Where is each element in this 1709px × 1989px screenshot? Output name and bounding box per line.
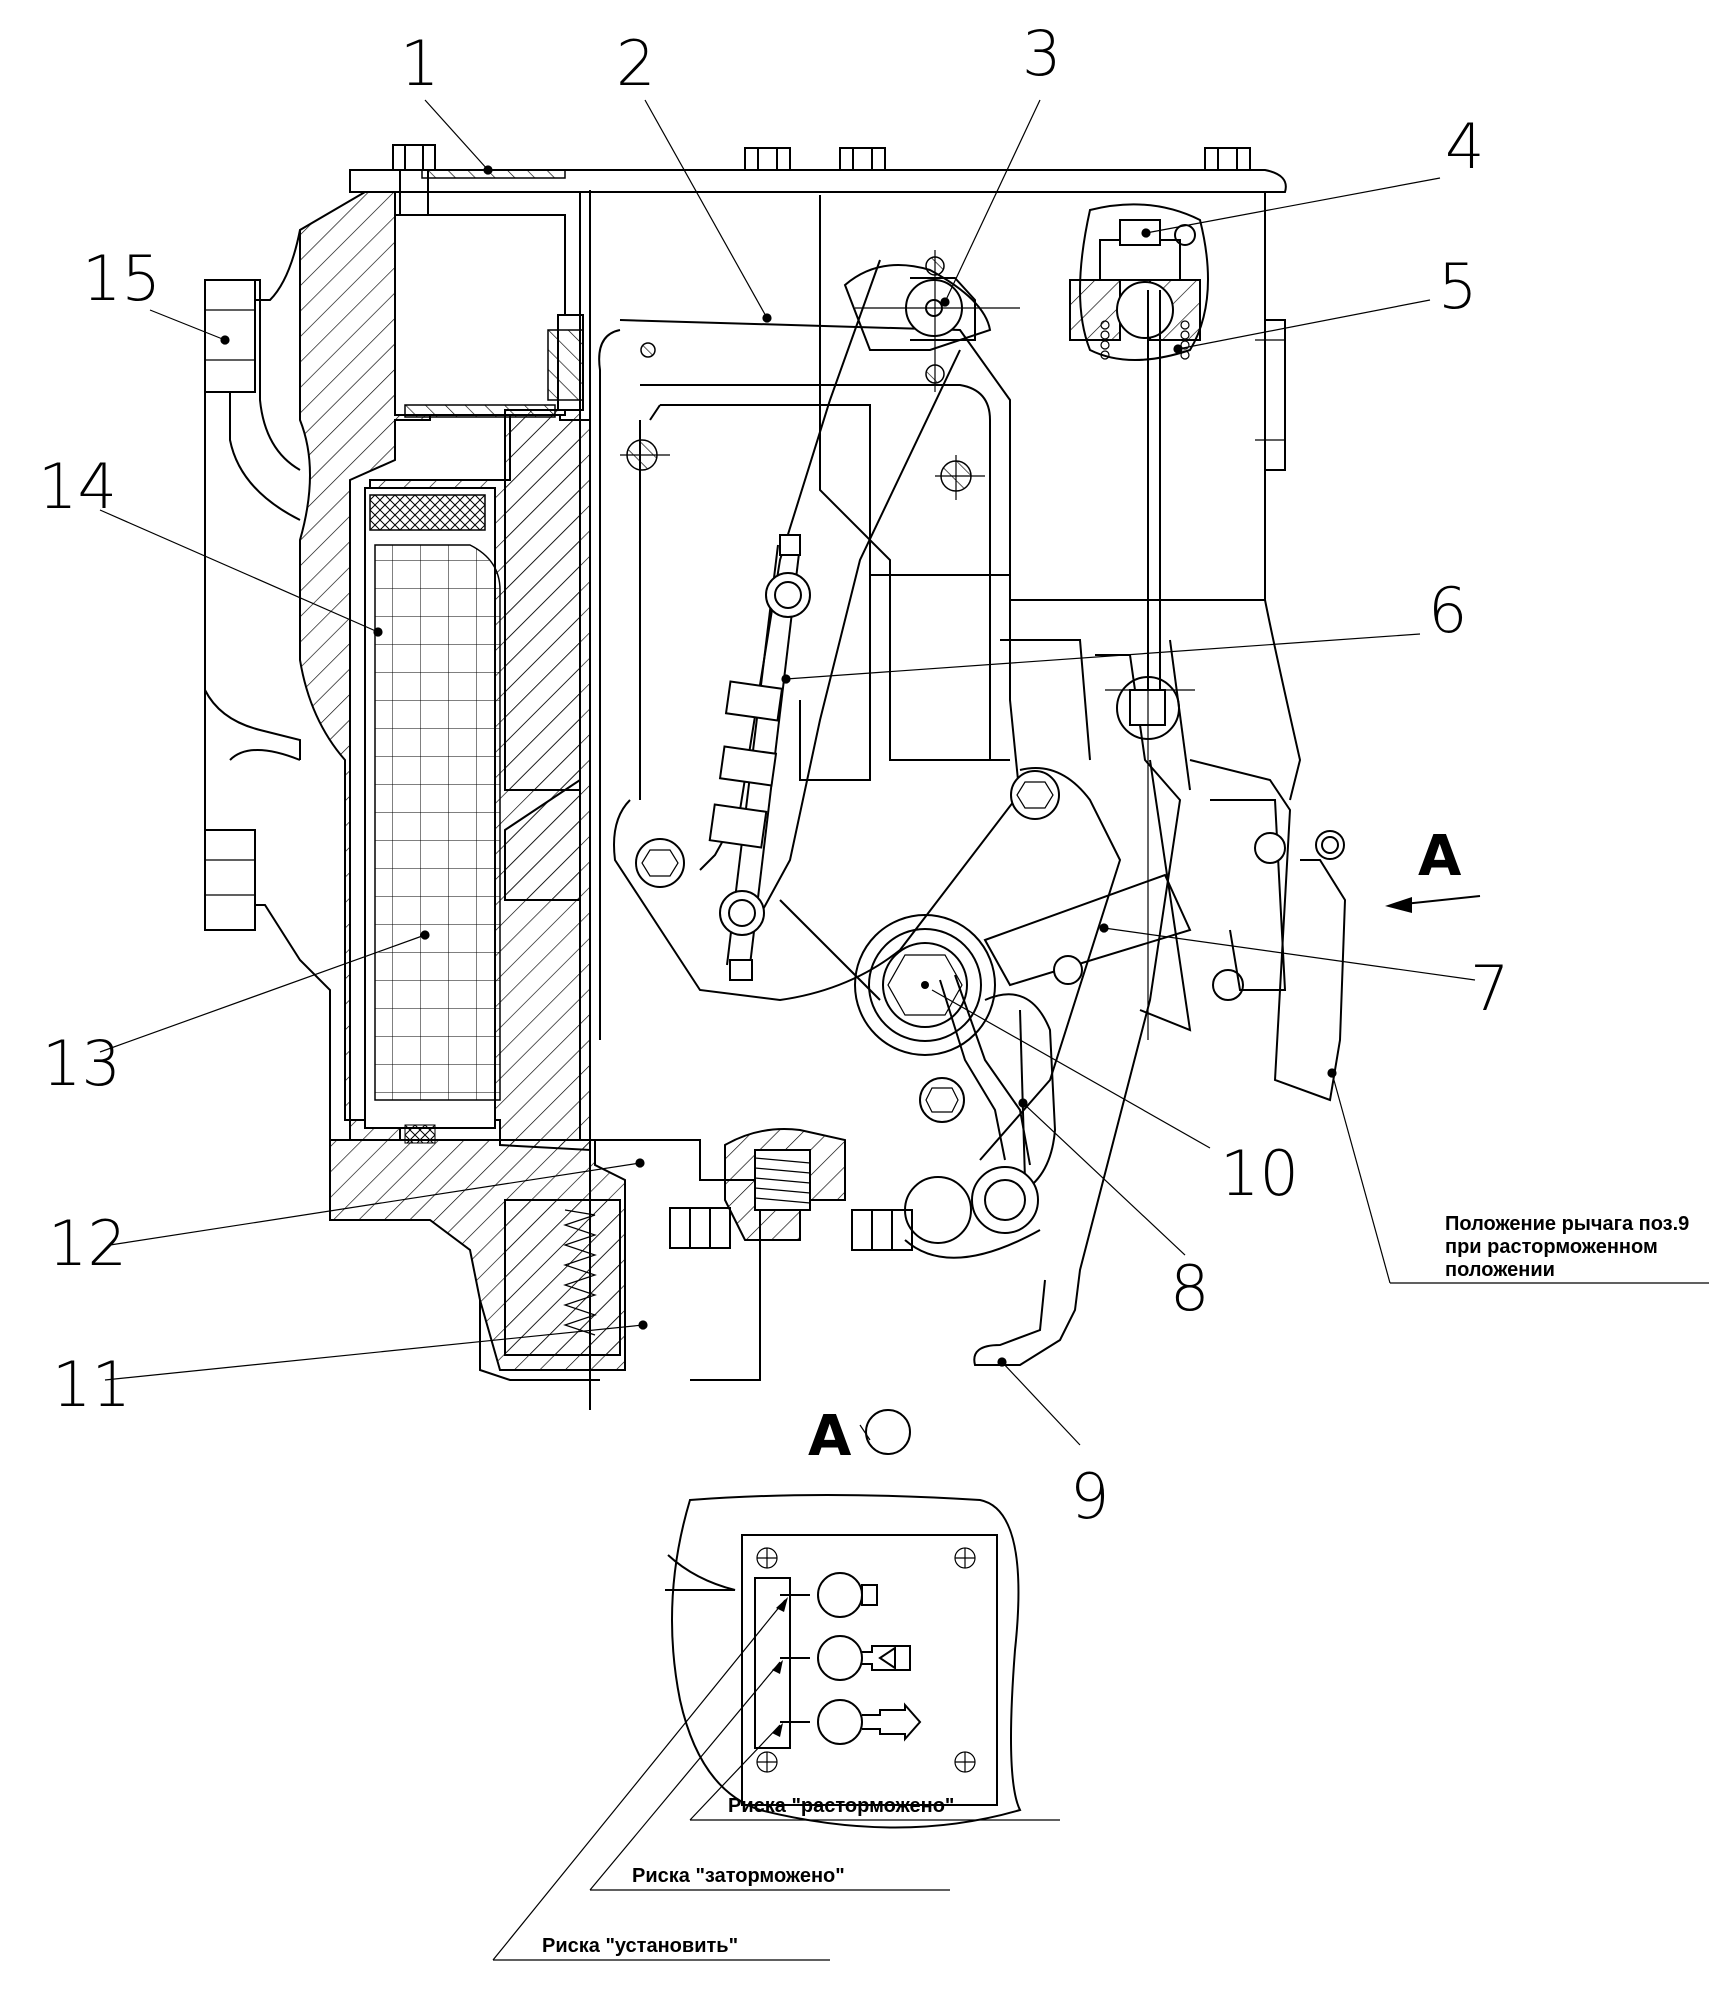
callout-14: 14 xyxy=(38,450,117,523)
callout-9: 9 xyxy=(1070,1460,1109,1533)
callout-13: 13 xyxy=(42,1027,121,1100)
note-line-2: при расторможенном xyxy=(1445,1236,1658,1258)
callout-3: 3 xyxy=(1022,17,1061,90)
view-a-detail xyxy=(492,1494,1060,1961)
mark-braked-label: Риска "заторможено" xyxy=(632,1865,845,1887)
callout-6: 6 xyxy=(1428,574,1467,647)
note-line-3: положении xyxy=(1445,1259,1555,1281)
rod-assembly-6 xyxy=(613,534,1031,1002)
view-arrow-a xyxy=(1385,895,1481,913)
callout-15: 15 xyxy=(82,242,161,315)
callout-4: 4 xyxy=(1445,110,1484,183)
callout-5: 5 xyxy=(1438,250,1477,323)
callout-11: 11 xyxy=(52,1348,131,1421)
note-line-1: Положение рычага поз.9 xyxy=(1445,1213,1689,1235)
callout-2: 2 xyxy=(616,27,655,100)
view-label-detail: А xyxy=(808,1404,852,1469)
callout-12: 12 xyxy=(48,1207,127,1280)
housing xyxy=(204,144,1302,1410)
callout-numbers: 1 2 3 4 5 6 7 8 9 10 11 12 13 14 15 xyxy=(38,17,1509,1533)
cam-and-levers xyxy=(635,600,1347,1366)
view-label-arrow: А xyxy=(1418,824,1462,889)
callout-1: 1 xyxy=(400,27,439,100)
detail-4-5 xyxy=(1069,203,1209,690)
callout-7: 7 xyxy=(1470,952,1509,1025)
callout-8: 8 xyxy=(1170,1252,1209,1325)
mark-install-label: Риска "установить" xyxy=(542,1935,738,1957)
lever-position-note: Положение рычага поз.9 при расторможенно… xyxy=(1445,1213,1689,1281)
callout-10: 10 xyxy=(1220,1137,1299,1210)
leader-lines xyxy=(99,99,1709,1446)
mark-released-label: Риска "расторможено" xyxy=(728,1795,954,1817)
view-a-circle xyxy=(865,1409,911,1455)
